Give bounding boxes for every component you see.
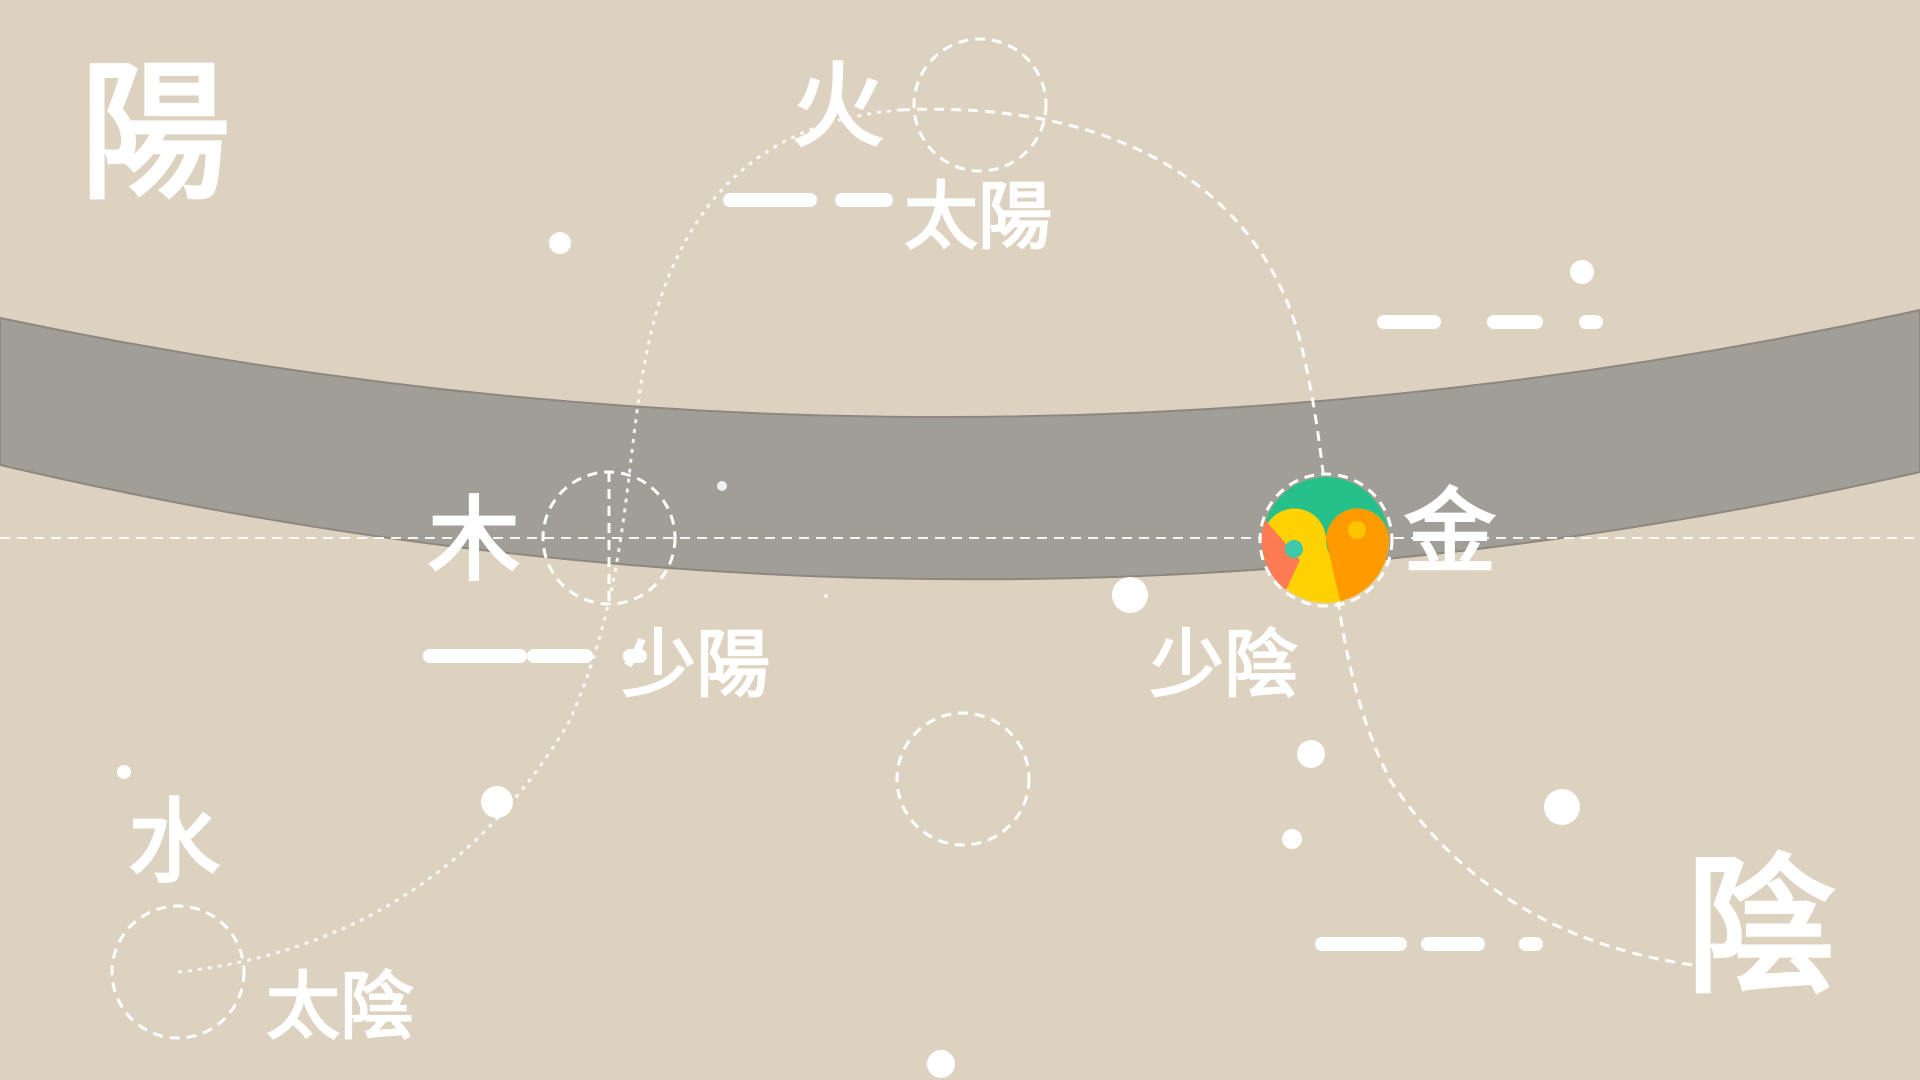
element-water-label: 水 [128,788,221,896]
phase-lesser-yang-label: 少陽 [622,622,770,708]
cycle-curve-rising [177,108,901,974]
taiji-icon [1258,472,1394,608]
water-position-ring [110,904,246,1040]
element-metal-label: 金 [1404,478,1497,586]
yang-corner-label: 陽 [80,45,231,221]
yin-corner-label: 陰 [1686,839,1837,1015]
fire-position-ring [912,37,1048,173]
earth-position-ring [895,711,1031,847]
phase-greater-yin-label: 太陰 [266,964,414,1050]
phase-greater-yang-label: 太陽 [904,174,1052,260]
element-wood-label: 木 [428,486,521,594]
horizon-band [0,308,1920,581]
element-fire-label: 火 [792,52,885,160]
cycle-curve-falling [899,107,1701,968]
phase-lesser-yin-label: 少陰 [1150,622,1298,708]
decorative-dots [117,232,1594,1078]
